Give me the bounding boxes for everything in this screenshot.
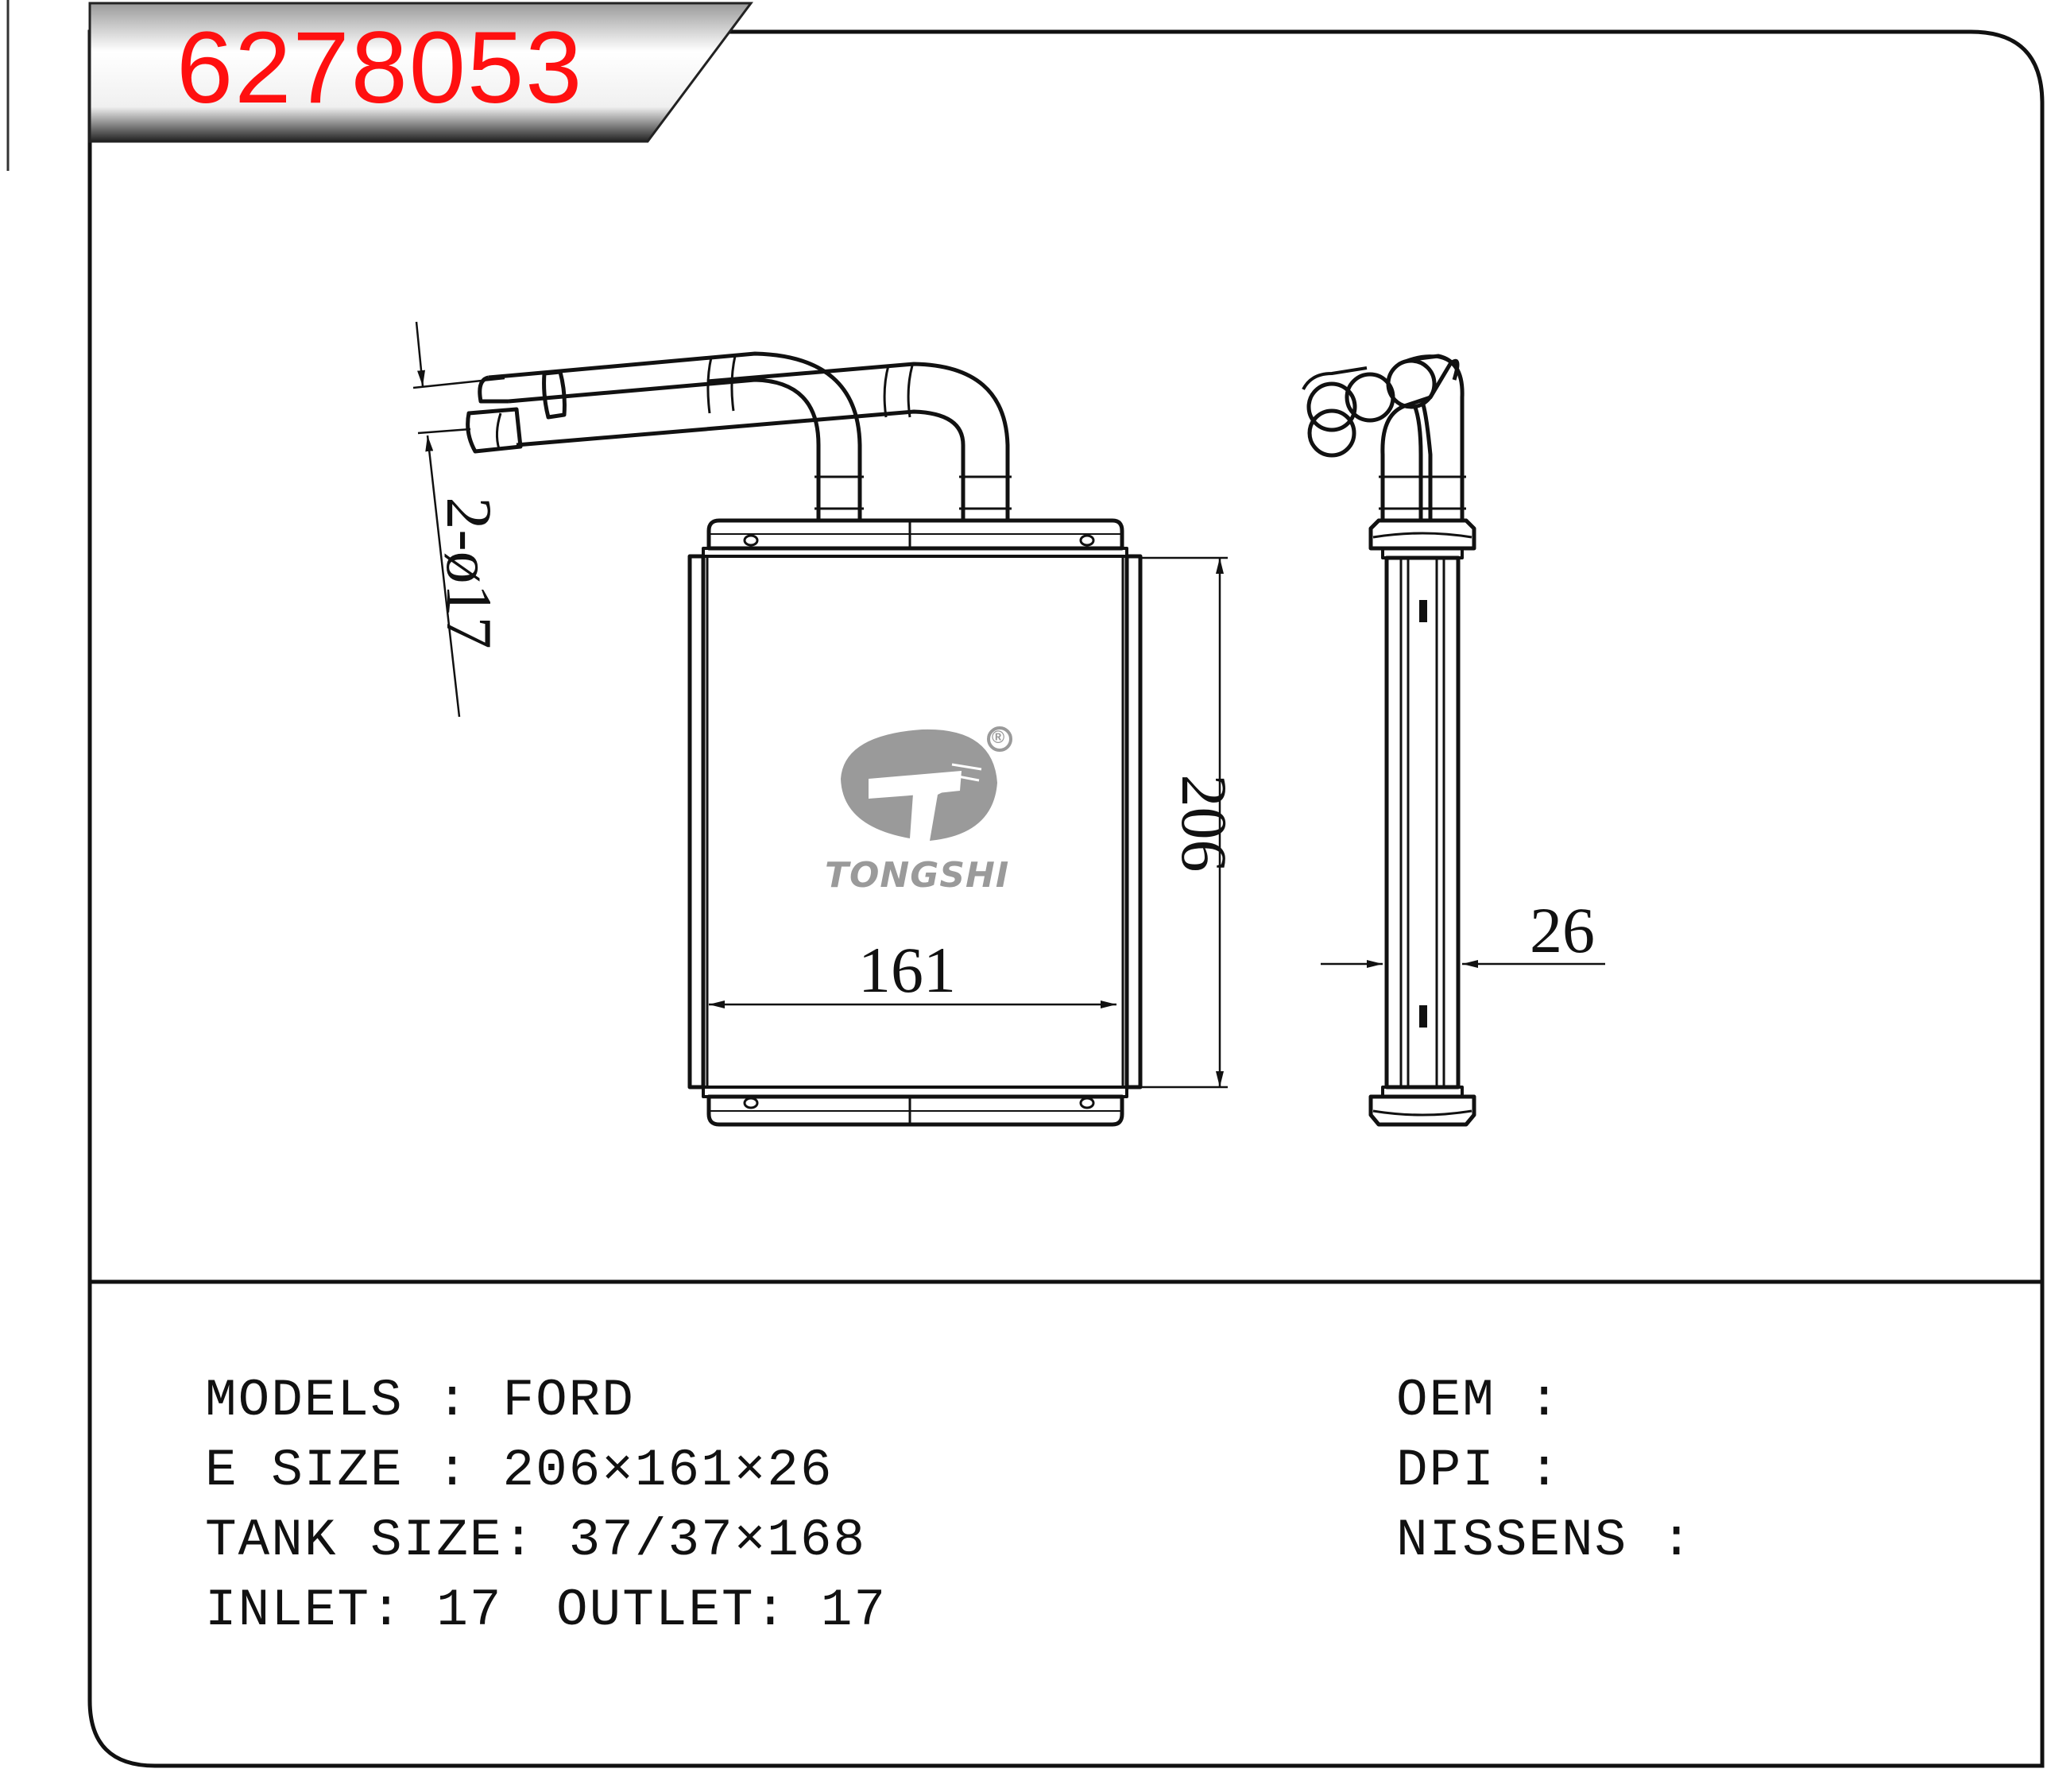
tongshi-logo-icon: [841, 726, 1012, 841]
spec-outlet: OUTLET: 17: [556, 1581, 888, 1640]
spec-dpi: DPI :: [1396, 1441, 1562, 1500]
spec-e-size: E SIZE : 206×161×26: [205, 1441, 834, 1500]
inlet-diameter-label: 2-ø17: [433, 497, 505, 649]
registered-mark: ®: [992, 727, 1005, 747]
spec-inlet: INLET: 17: [205, 1581, 503, 1640]
dimension-lines: [412, 321, 1228, 1089]
spec-nissens: NISSENS :: [1396, 1511, 1694, 1570]
heater-core-side-view: [1302, 354, 1476, 1127]
sheet-frame: [87, 29, 2045, 1768]
logo-brand-text: TONGSHI: [825, 855, 1010, 896]
width-label: 161: [858, 934, 956, 1006]
height-label: 206: [1168, 774, 1240, 873]
depth-label: 26: [1530, 894, 1595, 966]
spec-models: MODELS : FORD: [205, 1371, 635, 1430]
spec-oem: OEM :: [1396, 1371, 1562, 1430]
part-number: 6278053: [176, 11, 584, 125]
title-banner: [88, 2, 753, 143]
heater-core-front-view: [466, 351, 1143, 1127]
spec-tank-size: TANK SIZE: 37/37×168: [205, 1511, 867, 1570]
